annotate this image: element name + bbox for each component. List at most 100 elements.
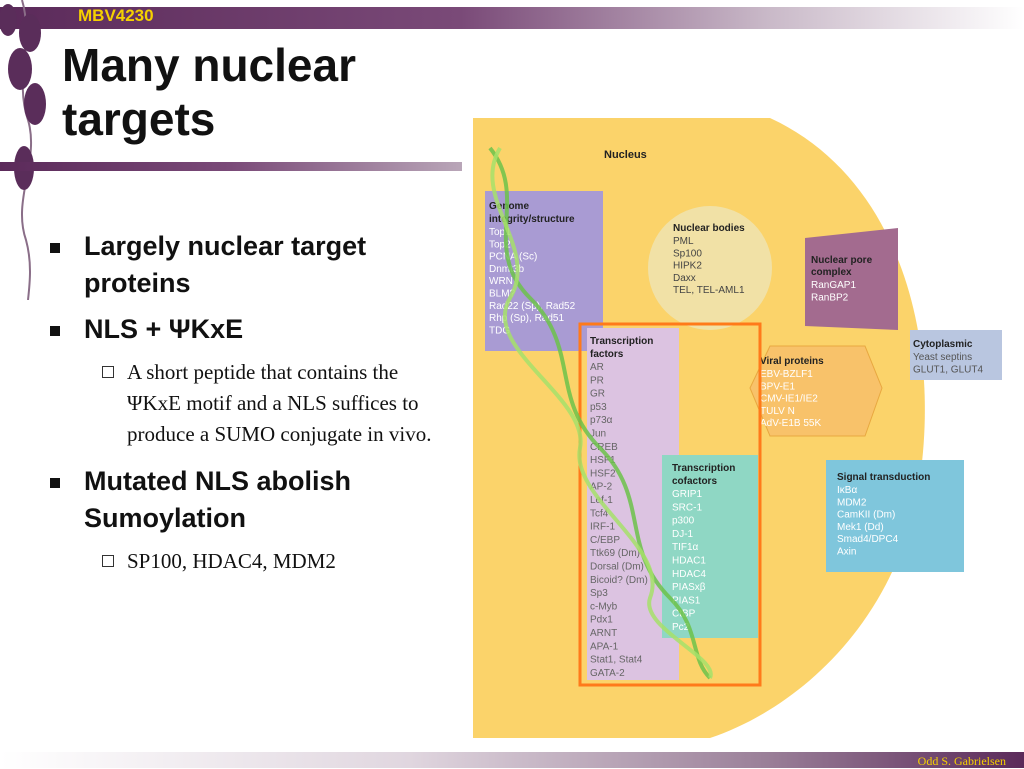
figure-canvas: Nucleus Genome integrity/structure Top1T… xyxy=(473,118,1002,738)
protein-label: c-Myb xyxy=(590,601,618,612)
protein-label: AP-2 xyxy=(590,482,613,493)
header-bar xyxy=(0,7,1024,29)
bullet-square-icon xyxy=(50,326,60,336)
protein-label: AR xyxy=(590,362,604,373)
protein-label: BLM? xyxy=(489,289,516,300)
sub-bullet-text: A short peptide that contains the ΨKxE m… xyxy=(127,360,432,446)
bullet-text: Largely nuclear target proteins xyxy=(84,231,367,298)
title-line-1: Many nuclear xyxy=(62,39,356,91)
nucleus-label: Nucleus xyxy=(604,149,647,161)
protein-label: APA-1 xyxy=(590,641,619,652)
nuclear-pore-title: complex xyxy=(811,267,852,278)
protein-label: HSF1 xyxy=(590,455,616,466)
nuclear-bodies-circle xyxy=(648,206,772,330)
protein-label: Top1 xyxy=(489,227,511,238)
protein-label: Top2 xyxy=(489,239,511,250)
protein-label: IκBα xyxy=(837,485,857,496)
footer-bar xyxy=(0,752,1024,768)
beads-decoration xyxy=(0,0,46,300)
protein-label: Dorsal (Dm) xyxy=(590,562,644,573)
sub-bullet-text: SP100, HDAC4, MDM2 xyxy=(127,549,336,573)
hollow-square-icon xyxy=(102,366,114,378)
transcription-factors-list: ARPRGRp53p73αJunCREBHSF1HSF2AP-2Lef-1Tcf… xyxy=(590,362,648,679)
protein-label: ARNT xyxy=(590,628,617,639)
protein-label: Yeast septins xyxy=(913,352,972,363)
protein-label: PML xyxy=(673,236,694,247)
nuclear-pore-title: Nuclear pore xyxy=(811,255,873,266)
protein-label: PR xyxy=(590,375,604,386)
bullet-square-icon xyxy=(50,243,60,253)
bullet-text: NLS + ΨKxE xyxy=(84,314,244,344)
highlight-frame xyxy=(578,322,762,687)
protein-label: HSF2 xyxy=(590,468,616,479)
protein-label: RanBP2 xyxy=(811,292,849,303)
protein-label: GATA-2 xyxy=(590,668,625,679)
bullet-item: NLS + ΨKxE xyxy=(44,311,454,348)
viral-proteins-box xyxy=(749,345,883,437)
protein-label: SRC-1 xyxy=(672,502,702,513)
protein-label: EBV-BZLF1 xyxy=(760,369,813,380)
protein-label: MDM2 xyxy=(837,497,867,508)
protein-label: TIF1α xyxy=(672,542,699,553)
protein-label: HIPK2 xyxy=(673,261,702,272)
protein-label: Pc2 xyxy=(672,622,690,633)
protein-label: Tcf4 xyxy=(590,508,609,519)
protein-label: Ttk69 (Dm) xyxy=(590,548,640,559)
bullet-item: Mutated NLS abolish Sumoylation xyxy=(44,463,454,537)
protein-label: p73α xyxy=(590,415,613,426)
protein-label: WRN xyxy=(489,276,513,287)
bullet-item: Largely nuclear target proteins xyxy=(44,228,454,302)
cytoplasmic-title: Cytoplasmic xyxy=(913,339,973,350)
transcription-factors-title: Transcription xyxy=(590,336,653,347)
protein-label: GR xyxy=(590,389,605,400)
viral-proteins-title: Viral proteins xyxy=(760,356,824,367)
sub-bullet-item: A short peptide that contains the ΨKxE m… xyxy=(44,357,454,450)
nuclear-bodies-title: Nuclear bodies xyxy=(673,223,745,234)
dna-strand xyxy=(490,146,713,679)
cytoplasmic-box xyxy=(910,330,1002,380)
signal-transduction-box xyxy=(826,460,964,572)
protein-label: GLUT1, GLUT4 xyxy=(913,364,983,375)
protein-label: GRIP1 xyxy=(672,489,702,500)
protein-label: p53 xyxy=(590,402,607,413)
bullet-text: Mutated NLS abolish Sumoylation xyxy=(84,466,352,533)
protein-label: Axin xyxy=(837,547,856,558)
genome-title: integrity/structure xyxy=(489,214,575,225)
protein-label: HDAC1 xyxy=(672,556,706,567)
protein-label: Daxx xyxy=(673,273,696,284)
slide-title: Many nuclear targets xyxy=(62,38,356,146)
protein-label: RanGAP1 xyxy=(811,280,856,291)
protein-label: CMV-IE1/IE2 xyxy=(760,394,818,405)
protein-label: CREB xyxy=(590,442,618,453)
protein-label: TDG xyxy=(489,325,510,336)
transcription-cofactors-title: Transcription xyxy=(672,463,735,474)
nuclear-pore-box xyxy=(805,228,898,330)
protein-label: AdV-E1B 55K xyxy=(760,418,821,429)
signal-transduction-title: Signal transduction xyxy=(837,472,930,483)
protein-label: Sp3 xyxy=(590,588,608,599)
genome-title: Genome xyxy=(489,201,529,212)
protein-label: p300 xyxy=(672,516,695,527)
hollow-square-icon xyxy=(102,555,114,567)
course-code: MBV4230 xyxy=(78,6,154,25)
protein-label: DJ-1 xyxy=(672,529,694,540)
protein-label: Pdx1 xyxy=(590,615,613,626)
title-line-2: targets xyxy=(62,93,216,145)
bullet-square-icon xyxy=(50,478,60,488)
protein-label: Sp100 xyxy=(673,248,702,259)
protein-label: Stat1, Stat4 xyxy=(590,655,643,666)
author-credit: Odd S. Gabrielsen xyxy=(917,754,1006,768)
protein-label: Rhp (Sp), Rad51 xyxy=(489,313,564,324)
sub-bullet-item: SP100, HDAC4, MDM2 xyxy=(44,546,454,577)
transcription-factors-title: factors xyxy=(590,349,624,360)
dna-strand xyxy=(488,146,712,680)
protein-label: Mek1 (Dd) xyxy=(837,522,884,533)
protein-label: Bicoid? (Dm) xyxy=(590,575,648,586)
protein-label: PIASxβ xyxy=(672,582,706,593)
protein-label: Rad22 (Sp), Rad52 xyxy=(489,301,576,312)
